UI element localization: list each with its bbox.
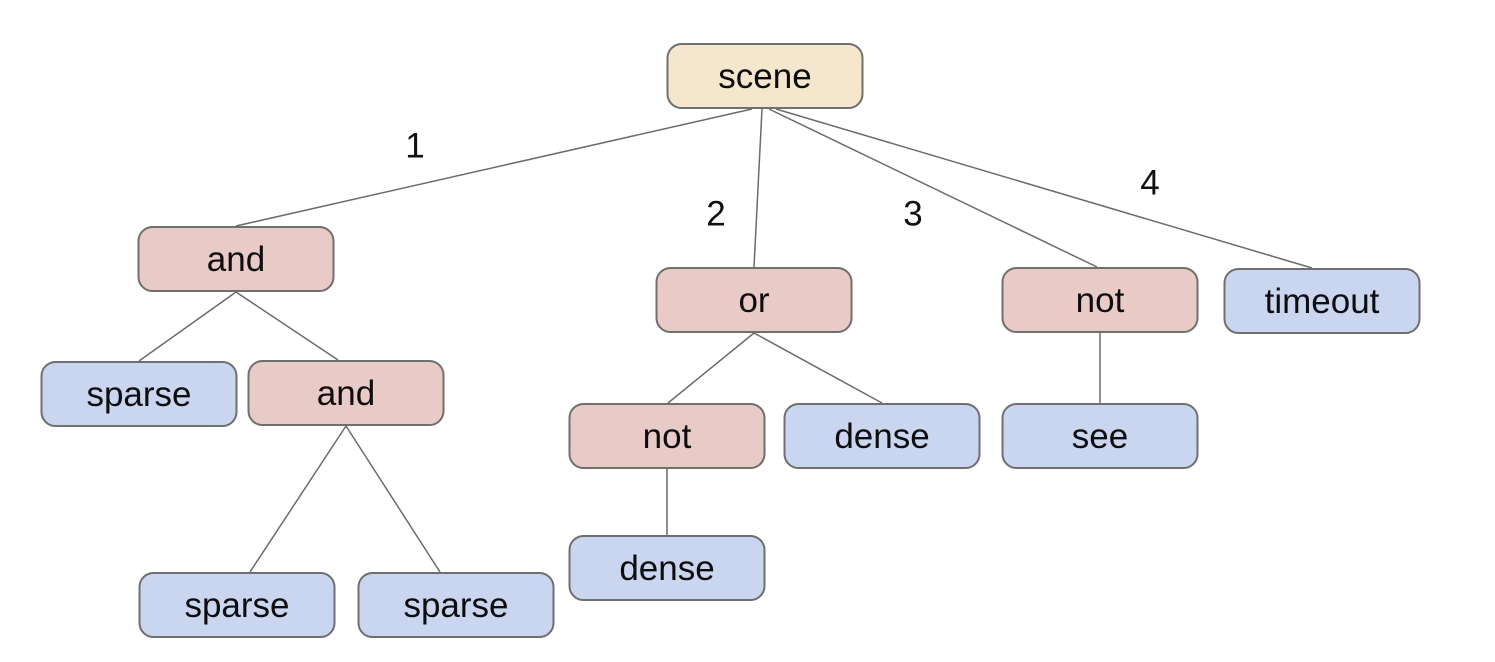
node-label: see <box>1071 416 1129 456</box>
node-label: dense <box>619 548 715 588</box>
edge-scene-and-1 <box>235 108 753 227</box>
node-sparse-1: sparse <box>40 361 238 427</box>
node-label: not <box>642 416 692 456</box>
node-timeout-1: timeout <box>1223 268 1421 334</box>
edge-scene-timeout-1 <box>775 108 1313 269</box>
edge-and-1-sparse-1 <box>138 291 237 362</box>
node-label: timeout <box>1264 281 1380 321</box>
node-and-1: and <box>137 226 335 292</box>
node-dense-1: dense <box>783 403 981 469</box>
edge-scene-not-1 <box>768 108 1098 268</box>
edge-label-1: 1 <box>405 126 425 166</box>
node-label: sparse <box>403 585 509 625</box>
node-label: sparse <box>86 374 192 414</box>
node-see-1: see <box>1001 403 1199 469</box>
edge-label-4: 4 <box>1140 163 1160 203</box>
node-dense-2: dense <box>568 535 766 601</box>
edge-or-1-not-2 <box>667 332 755 404</box>
node-scene: scene <box>666 43 864 109</box>
node-not-2: not <box>568 403 766 469</box>
edge-and-1-and-2 <box>235 291 339 361</box>
node-sparse-2: sparse <box>138 572 336 638</box>
node-label: dense <box>834 416 930 456</box>
edge-or-1-dense-1 <box>753 332 883 404</box>
node-not-1: not <box>1001 267 1199 333</box>
edge-label-3: 3 <box>903 194 923 234</box>
node-label: scene <box>718 56 812 96</box>
edge-and-2-sparse-3 <box>345 425 441 573</box>
node-label: sparse <box>184 585 290 625</box>
node-label: not <box>1075 280 1125 320</box>
node-label: or <box>738 280 770 320</box>
edge-label-2: 2 <box>706 194 726 234</box>
node-label: and <box>206 239 266 279</box>
edge-and-2-sparse-2 <box>249 425 347 573</box>
node-and-2: and <box>247 360 445 426</box>
node-sparse-3: sparse <box>357 572 555 638</box>
edge-scene-or-1 <box>753 108 763 268</box>
node-or-1: or <box>655 267 853 333</box>
node-label: and <box>316 373 376 413</box>
